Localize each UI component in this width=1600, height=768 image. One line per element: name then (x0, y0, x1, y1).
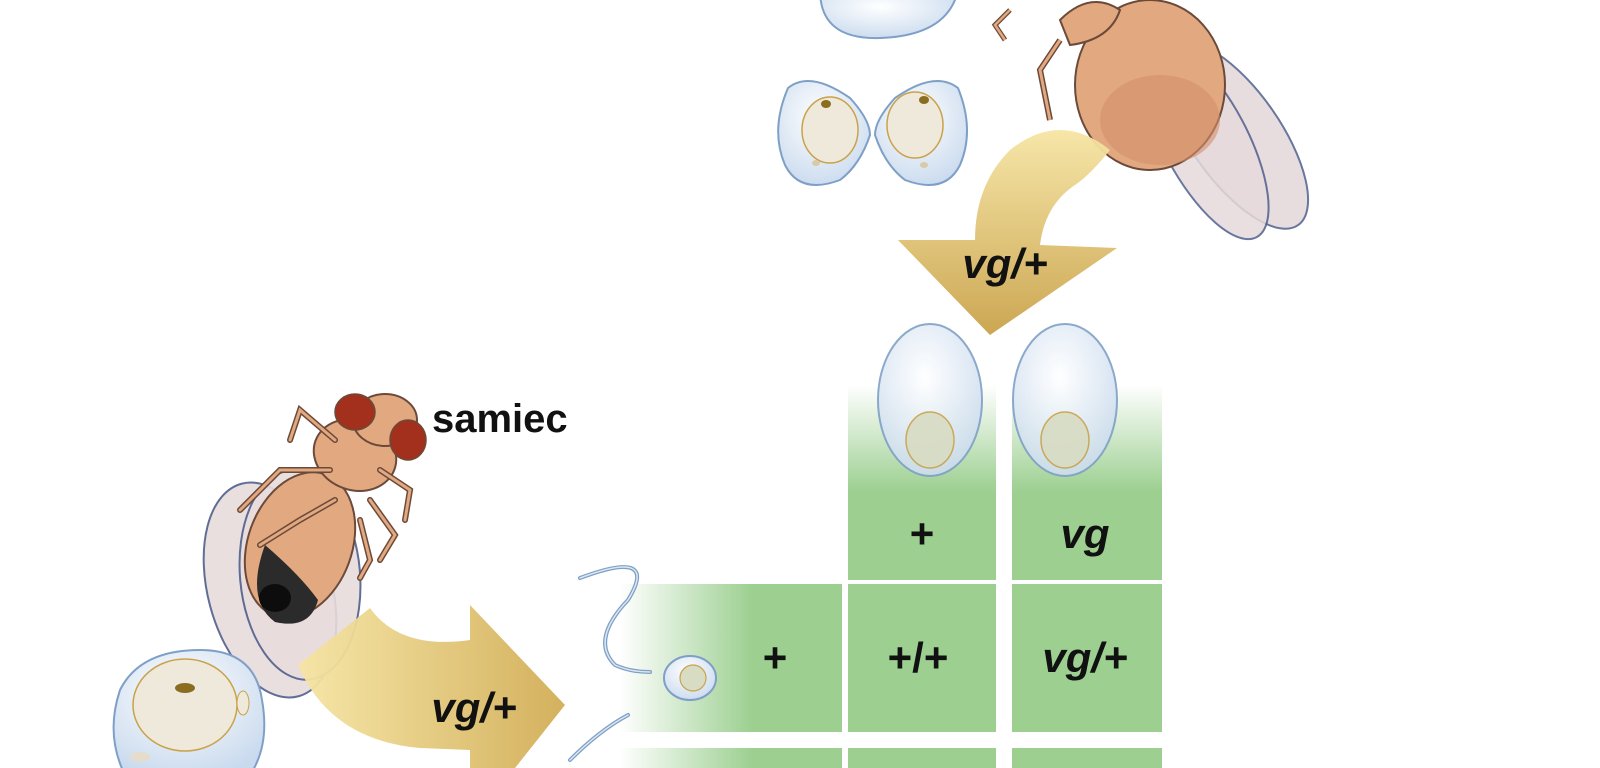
punnett-grid (620, 385, 1162, 768)
testis-cell-icon (112, 648, 266, 768)
egg-icon (877, 323, 983, 477)
egg-icon (1012, 323, 1118, 477)
ovary-cell-icon (777, 0, 968, 186)
punnett-cell (848, 584, 996, 732)
sperm-row-header-bg (620, 584, 842, 732)
male-gamete-arrow (298, 605, 565, 768)
egg-allele-label: vg (1060, 510, 1109, 557)
sperm-icon (568, 713, 630, 762)
egg-allele-label: + (910, 510, 935, 557)
offspring-genotype: +/+ (888, 634, 949, 681)
sperm-icon (578, 565, 717, 701)
punnett-cell (1012, 584, 1162, 732)
sperm-row-header-bg (620, 748, 842, 768)
female-fly-icon (991, 0, 1310, 241)
female-gamete-arrow (898, 130, 1117, 335)
punnett-cell (1012, 748, 1162, 768)
sperm-allele-label: + (763, 634, 788, 681)
female-gamete-genotype: vg/+ (962, 240, 1047, 287)
male-gamete-genotype: vg/+ (431, 684, 516, 731)
offspring-genotype: vg/+ (1042, 634, 1127, 681)
male-label: samiec (432, 397, 568, 441)
punnett-cell (848, 748, 996, 768)
male-fly-icon (202, 393, 427, 699)
